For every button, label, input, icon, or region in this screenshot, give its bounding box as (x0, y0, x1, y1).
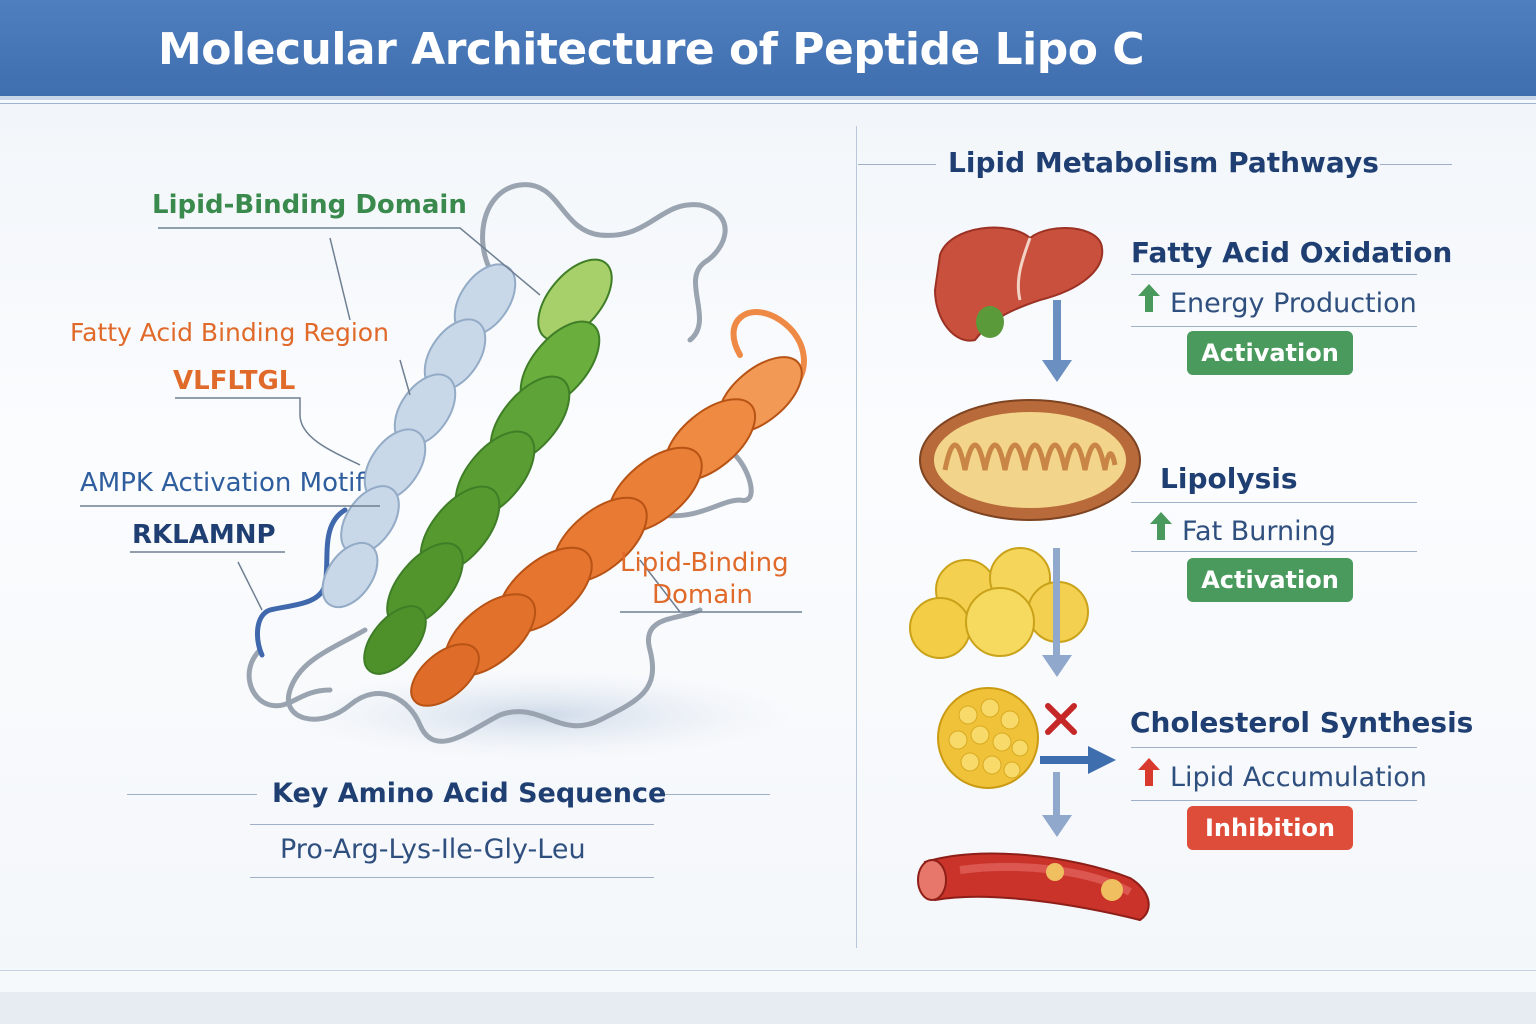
pathways-rule-right (1380, 164, 1452, 165)
label-ampk-motif: AMPK Activation Motif (80, 468, 365, 498)
pathway-effect-3-text: Lipid Accumulation (1170, 762, 1427, 793)
blocked-x-icon (1045, 703, 1077, 735)
status-badge-1: Activation (1187, 331, 1353, 375)
down-arrow-icon-3 (1042, 772, 1072, 837)
key-seq-rule-right (652, 794, 770, 795)
pathways-title: Lipid Metabolism Pathways (948, 146, 1379, 179)
label-ampk-sequence: RKLAMNP (132, 520, 276, 550)
blood-vessel-icon (917, 852, 1150, 922)
down-arrow-icon-2 (1042, 548, 1072, 677)
helix-orange (410, 356, 803, 707)
header-rule-thin (0, 103, 1536, 104)
pathway-effect-3: Lipid Accumulation (1138, 756, 1427, 793)
mitochondrion-icon (919, 399, 1141, 521)
label-fatty-acid-sequence: VLFLTGL (173, 366, 296, 396)
helix-blue (321, 263, 517, 609)
status-badge-2: Activation (1187, 558, 1353, 602)
pathway-effect-2-text: Fat Burning (1182, 516, 1336, 547)
key-seq-rule-top (250, 824, 654, 825)
up-arrow-red-icon (1138, 756, 1160, 793)
pathway-effect-2: Fat Burning (1150, 510, 1336, 547)
pathway-title-2: Lipolysis (1160, 462, 1298, 495)
pathway-rule-3b (1131, 800, 1417, 801)
panel-divider (856, 126, 857, 948)
pathway-rule-1a (1131, 274, 1417, 275)
liver-icon (933, 226, 1104, 342)
pathway-rule-2b (1131, 551, 1417, 552)
fat-droplets-icon (909, 547, 1089, 659)
down-arrow-icon (1042, 300, 1072, 382)
pathway-effect-1-text: Energy Production (1170, 288, 1417, 319)
header-bar (0, 0, 1536, 96)
label-lipid-binding-right-line2: Domain (652, 580, 753, 610)
pathway-rule-2a (1131, 502, 1417, 503)
label-lipid-binding-domain-top: Lipid-Binding Domain (152, 190, 467, 220)
key-seq-rule-left (127, 794, 257, 795)
ampk-motif-loop (255, 507, 348, 658)
header-rule (0, 96, 1536, 100)
label-fatty-acid-region: Fatty Acid Binding Region (70, 318, 389, 347)
status-badge-3: Inhibition (1187, 806, 1353, 850)
key-seq-rule-bottom (250, 877, 654, 878)
pathway-effect-1: Energy Production (1138, 282, 1417, 319)
leader-lines (80, 227, 802, 613)
footer-rule (0, 970, 1536, 971)
page-title: Molecular Architecture of Peptide Lipo C (158, 24, 1145, 75)
helix-green (363, 258, 613, 675)
pathways-rule-left (858, 164, 936, 165)
pathway-rule-3a (1131, 747, 1417, 748)
pathway-title-1: Fatty Acid Oxidation (1131, 236, 1453, 269)
pathway-title-3: Cholesterol Synthesis (1130, 706, 1474, 739)
label-lipid-binding-right-line1: Lipid-Binding (620, 548, 789, 578)
up-arrow-green-icon (1138, 282, 1160, 319)
pathway-rule-1b (1131, 326, 1417, 327)
key-sequence-title: Key Amino Acid Sequence (272, 778, 667, 809)
up-arrow-green-icon-2 (1150, 510, 1172, 547)
loop-coils (246, 182, 754, 744)
right-arrow-icon (1040, 746, 1116, 774)
footer-band (0, 992, 1536, 1024)
fat-cell-icon (937, 687, 1039, 789)
key-sequence-value: Pro-Arg-Lys-Ile-Gly-Leu (280, 834, 586, 865)
